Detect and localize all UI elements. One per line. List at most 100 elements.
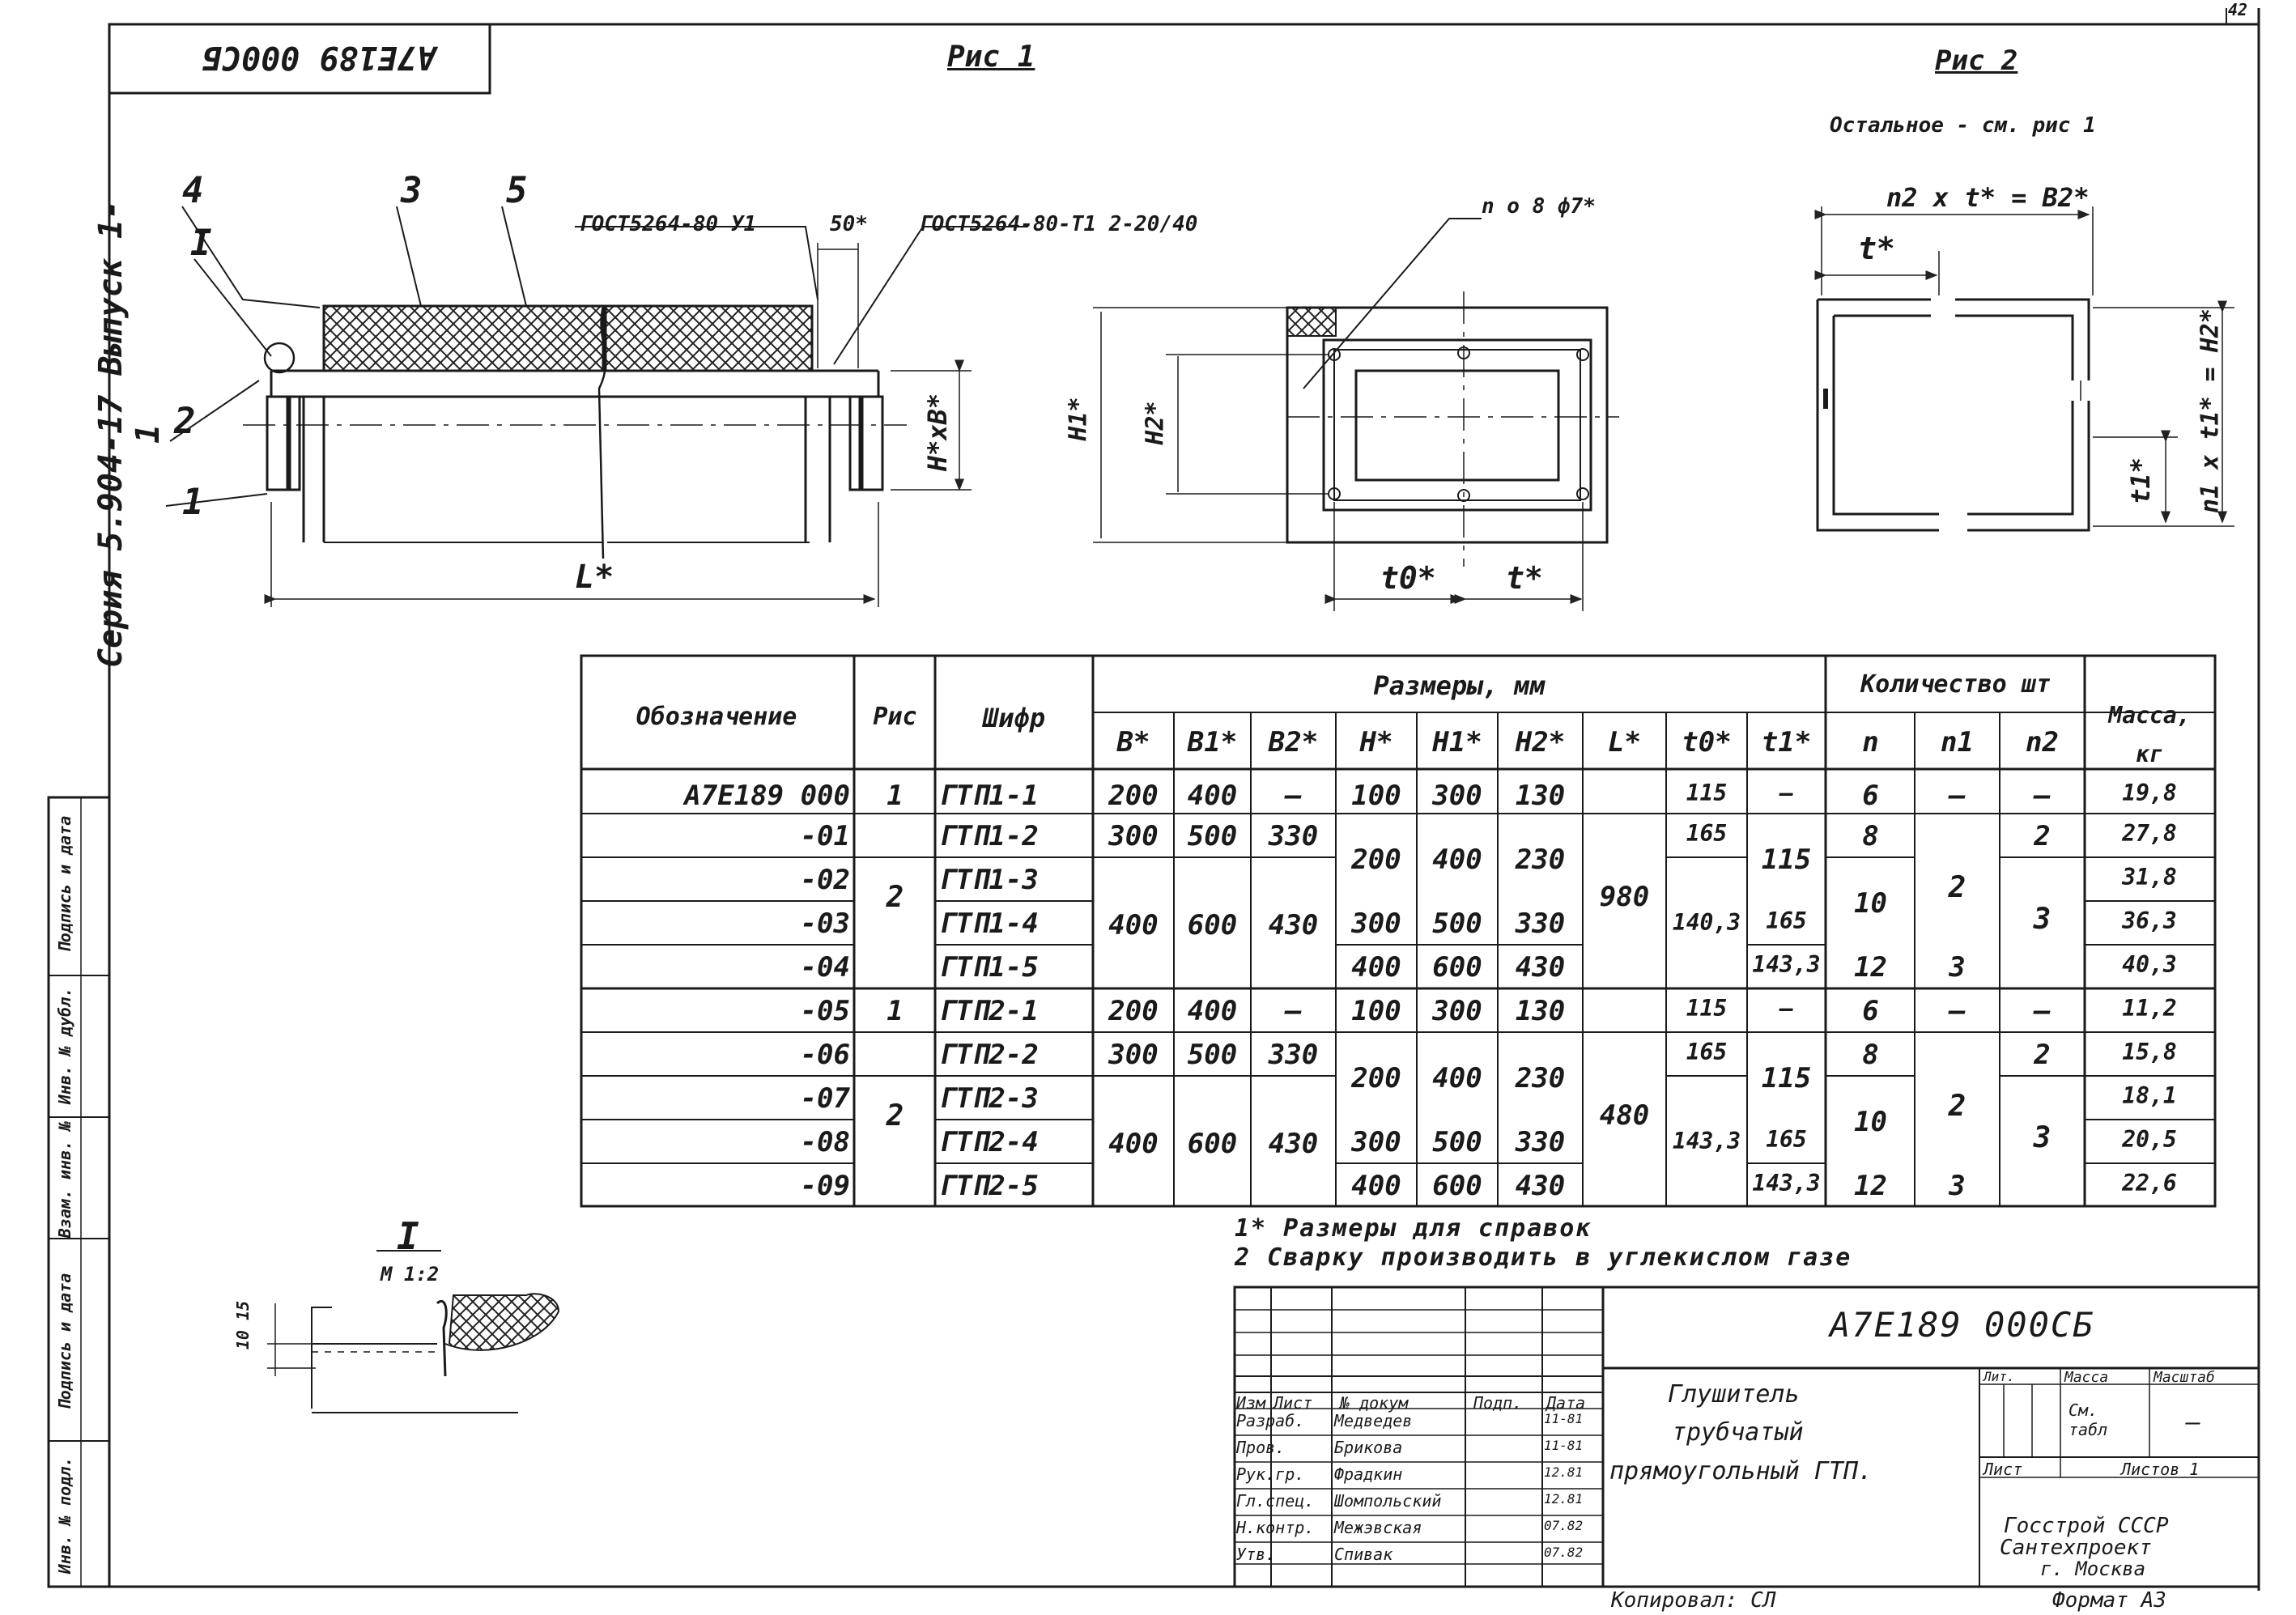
cell-t1-1a: 115 (1761, 844, 1812, 876)
cell-b2-1b: 430 (1268, 909, 1319, 941)
cell-n: 8 (1862, 1039, 1879, 1071)
tb-role: Н.контр. (1236, 1518, 1315, 1537)
cell-n2-2: 3 (2033, 1121, 2052, 1154)
cell-code: ГТП1-2 (939, 820, 1039, 852)
cell-n: 8 (1862, 820, 1879, 852)
cell-m: 18,1 (2122, 1082, 2177, 1109)
cell-h2-2a: 230 (1515, 1062, 1566, 1094)
cell-des: -05 (800, 995, 850, 1027)
cell-n: 12 (1854, 951, 1887, 984)
fig2-dim-right: n1 x t1* = H2* (2196, 308, 2225, 513)
cell-m: 22,6 (2122, 1170, 2177, 1196)
cell-code: ГТП1-5 (939, 951, 1039, 984)
cell-n1-1: 2 (1948, 871, 1966, 904)
dim-50: 50* (830, 212, 868, 236)
cell-b: 200 (1108, 780, 1159, 812)
fig1-side-view (165, 206, 1028, 607)
dim-h2: H2* (1141, 401, 1170, 445)
detail-dim: 10 15 (233, 1300, 253, 1350)
cell-h2: 130 (1515, 780, 1566, 812)
note-1: 1* Размеры для справок (1235, 1214, 1592, 1243)
cell-b: 300 (1108, 1039, 1159, 1071)
cell-m: 19,8 (2122, 780, 2177, 806)
cell-des: -03 (800, 907, 850, 940)
cell-n-1: 10 (1854, 887, 1887, 920)
cell-b2-2b: 430 (1268, 1128, 1319, 1160)
cell-h1: 600 (1432, 1170, 1482, 1202)
strip-sign-date-bottom: Подпись и дата (55, 1273, 74, 1410)
cell-h2: 430 (1515, 1170, 1566, 1202)
cell-m: 40,3 (2122, 951, 2177, 978)
cell-b1-1b: 600 (1187, 909, 1238, 941)
tb-head-doc: № докум (1340, 1393, 1409, 1413)
leader-5: 5 (506, 170, 528, 211)
doc-code-stamp: А7Е189 000СБ (202, 39, 436, 76)
th-h2: H2* (1515, 726, 1566, 759)
tb-date: 12.81 (1544, 1464, 1584, 1480)
cell-b1: 400 (1187, 995, 1238, 1027)
tb-name-2: трубчатый (1672, 1418, 1804, 1447)
tb-org-3: г. Москва (2040, 1558, 2146, 1580)
cell-t0-1b: 140,3 (1672, 909, 1741, 936)
cell-t1: 143,3 (1752, 1170, 1821, 1196)
cell-n1-2: 2 (1948, 1090, 1966, 1123)
cell-h1: 600 (1432, 951, 1482, 984)
cell-des: -07 (800, 1082, 850, 1115)
cell-h1: 300 (1432, 780, 1482, 812)
tb-date: 11-81 (1544, 1411, 1584, 1426)
cell-b: 300 (1108, 820, 1159, 852)
cell-t1: — (1779, 995, 1793, 1022)
sheet-number: 42 (2228, 0, 2248, 19)
detail-i-drawing (267, 1250, 560, 1413)
cell-des: -02 (800, 864, 850, 896)
tb-role: Гл.спец. (1236, 1491, 1315, 1511)
cell-l-2: 480 (1599, 1099, 1650, 1132)
tb-scale-label: Масштаб (2154, 1369, 2215, 1386)
cell-n2: 2 (2034, 820, 2051, 852)
th-l: L* (1608, 726, 1641, 759)
th-b1: B1* (1187, 726, 1238, 759)
title-block-grid (1233, 1286, 2260, 1588)
tb-name-3: прямоугольный ГТП. (1609, 1457, 1873, 1485)
cell-h: 400 (1351, 951, 1401, 984)
cell-h1: 300 (1432, 995, 1482, 1027)
tb-mass-label: Масса (2064, 1369, 2109, 1386)
dim-h-x-b: H*xB* (922, 393, 954, 472)
dim-t: t* (1506, 560, 1543, 596)
cell-h: 300 (1351, 907, 1401, 940)
cell-t1: 143,3 (1752, 951, 1821, 978)
th-n1: n1 (1941, 726, 1974, 759)
tb-role: Пров. (1236, 1438, 1286, 1457)
cell-des: А7Е189 000 (684, 780, 850, 812)
cell-h1-2a: 400 (1432, 1062, 1482, 1094)
tb-name: Медведев (1334, 1411, 1413, 1430)
cell-b-2b: 400 (1108, 1128, 1159, 1160)
cell-b2: — (1285, 995, 1302, 1027)
cell-code: ГТП2-2 (939, 1039, 1039, 1071)
note-2: 2 Сварку производить в углекислом газе (1235, 1243, 1852, 1272)
cell-h2: 430 (1515, 951, 1566, 984)
cell-t0: 115 (1686, 995, 1728, 1022)
cell-code: ГТП1-4 (939, 907, 1039, 940)
tb-date: 12.81 (1544, 1491, 1584, 1507)
tb-name: Шомпольский (1334, 1491, 1442, 1511)
cell-b-1b: 400 (1108, 909, 1159, 941)
cell-m: 11,2 (2122, 995, 2177, 1022)
fig1-end-view (1093, 218, 1619, 611)
sheet-format: Формат А3 (2052, 1588, 2166, 1613)
cell-h: 300 (1351, 1126, 1401, 1158)
cell-fig-group1: 2 (886, 881, 904, 914)
cell-n1: 3 (1949, 1170, 1966, 1202)
th-qty-group: Количество шт (1860, 670, 2051, 699)
tb-doc-code: А7Е189 000СБ (1830, 1305, 2095, 1345)
tb-date: 07.82 (1544, 1518, 1584, 1533)
cell-fig: 1 (887, 780, 904, 812)
series-label: Серия 5.904-17 Выпуск 1-1 (92, 200, 167, 668)
cell-code: ГТП2-1 (939, 995, 1039, 1027)
cell-h2: 330 (1515, 1126, 1566, 1158)
cell-t0-2b: 143,3 (1672, 1128, 1741, 1154)
th-fig: Рис (873, 703, 917, 731)
tb-head-date: Дата (1546, 1393, 1586, 1413)
end-bolts-label: n o 8 ф7* (1482, 194, 1596, 219)
